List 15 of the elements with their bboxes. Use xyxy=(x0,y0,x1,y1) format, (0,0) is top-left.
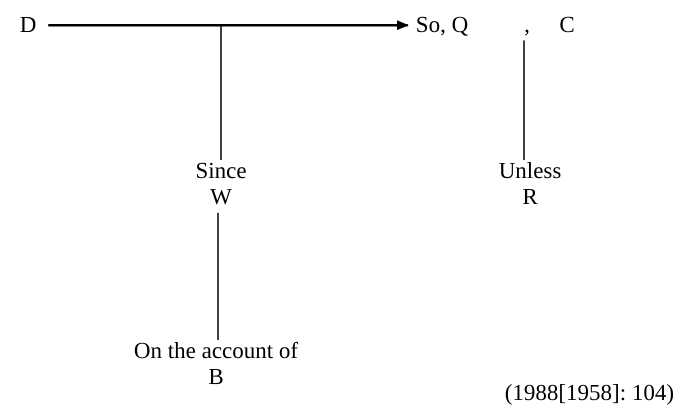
node-label: R xyxy=(522,184,538,211)
node-label: , xyxy=(524,12,530,38)
arrow xyxy=(48,20,409,30)
node-label: W xyxy=(210,184,232,211)
connector-line xyxy=(48,24,222,160)
node-label: On the account of xyxy=(134,338,298,364)
node-label: So, Q xyxy=(416,12,468,38)
connector-line xyxy=(523,40,525,160)
node-label: D xyxy=(20,12,36,38)
node-label: B xyxy=(208,364,224,391)
node-label: Since xyxy=(195,158,247,184)
citation: (1988[1958]: 104) xyxy=(504,380,674,406)
connector-line xyxy=(217,212,219,340)
node-label: Unless xyxy=(498,158,562,184)
node-label: C xyxy=(559,12,575,38)
